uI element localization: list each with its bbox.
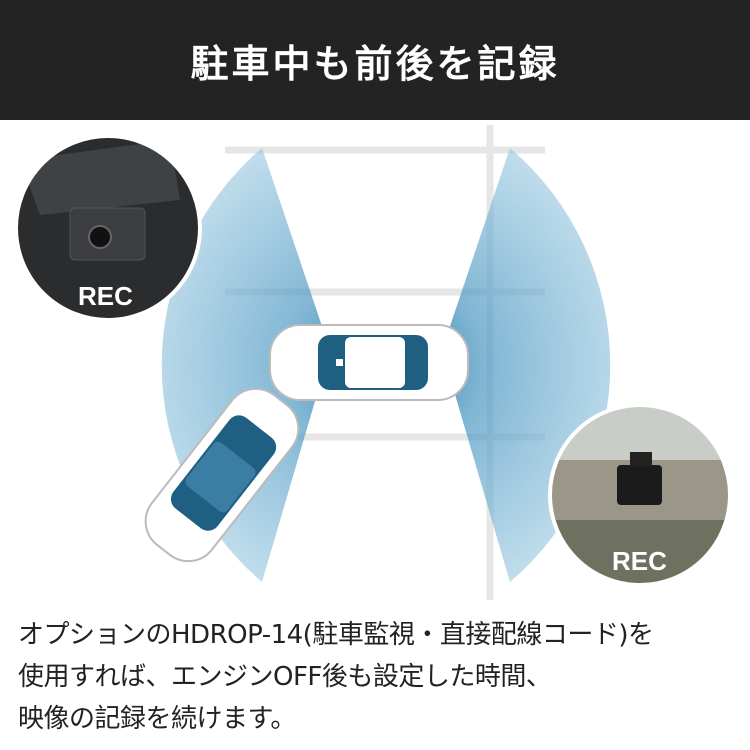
parking-diagram — [14, 125, 732, 600]
parking-illustration: REC REC — [0, 120, 750, 610]
front-camera-photo — [16, 136, 200, 320]
description-line: オプションのHDROP-14(駐車監視・直接配線コード)を — [18, 620, 654, 650]
description: オプションのHDROP-14(駐車監視・直接配線コード)を 使用すれば、エンジン… — [18, 614, 748, 740]
rear-rec-label: REC — [612, 546, 667, 576]
arriving-car — [144, 387, 300, 563]
front-rec-label: REC — [78, 281, 133, 311]
description-line: 使用すれば、エンジンOFF後も設定した時間、 — [18, 662, 552, 692]
description-line: 映像の記録を続けます。 — [18, 704, 296, 734]
page-title: 駐車中も前後を記録 — [190, 41, 560, 86]
parked-car — [269, 324, 469, 401]
header-banner: 駐車中も前後を記録 — [0, 0, 750, 120]
